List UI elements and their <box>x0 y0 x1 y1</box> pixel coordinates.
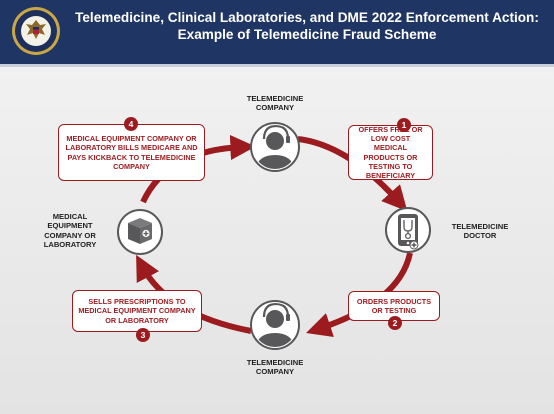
medical-box-icon <box>117 209 163 255</box>
page-title: Telemedicine, Clinical Laboratories, and… <box>68 9 546 43</box>
doj-seal-icon <box>12 7 60 55</box>
step-4-badge: 4 <box>124 117 138 131</box>
step-2-badge: 2 <box>388 316 402 330</box>
headset-person-icon <box>250 122 300 172</box>
step-2-text: ORDERS PRODUCTS OR TESTING <box>356 296 432 315</box>
header-bar: Telemedicine, Clinical Laboratories, and… <box>0 0 554 64</box>
step-1-box: OFFERS FREE OR LOW COST MEDICAL PRODUCTS… <box>348 125 433 180</box>
step-3-badge: 3 <box>136 328 150 342</box>
step-1-text: OFFERS FREE OR LOW COST MEDICAL PRODUCTS… <box>358 124 423 180</box>
fraud-cycle-diagram <box>117 122 431 350</box>
step-3-box: SELLS PRESCRIPTIONS TO MEDICAL EQUIPMENT… <box>72 290 202 332</box>
title-line-1: Telemedicine, Clinical Laboratories, and… <box>75 10 539 25</box>
step-4-text: MEDICAL EQUIPMENT COMPANY OR LABORATORY … <box>65 134 198 171</box>
node-label-telemedicine-company-bottom: TELEMEDICINE COMPANY <box>246 358 304 377</box>
step-4-box: MEDICAL EQUIPMENT COMPANY OR LABORATORY … <box>58 124 205 181</box>
step-1-badge: 1 <box>397 118 411 132</box>
phone-stethoscope-icon <box>385 207 431 253</box>
title-line-2: Example of Telemedicine Fraud Scheme <box>177 27 437 42</box>
node-label-telemedicine-company-top: TELEMEDICINE COMPANY <box>246 94 304 113</box>
step-3-text: SELLS PRESCRIPTIONS TO MEDICAL EQUIPMENT… <box>78 297 196 325</box>
headset-person-icon <box>250 300 300 350</box>
header-divider <box>0 64 554 67</box>
diagram-panel: TELEMEDICINE COMPANY TELEMEDICINE DOCTOR… <box>0 67 554 414</box>
node-label-telemedicine-doctor: TELEMEDICINE DOCTOR <box>451 222 509 241</box>
node-label-medical-equipment-company: MEDICAL EQUIPMENT COMPANY OR LABORATORY <box>43 212 97 249</box>
